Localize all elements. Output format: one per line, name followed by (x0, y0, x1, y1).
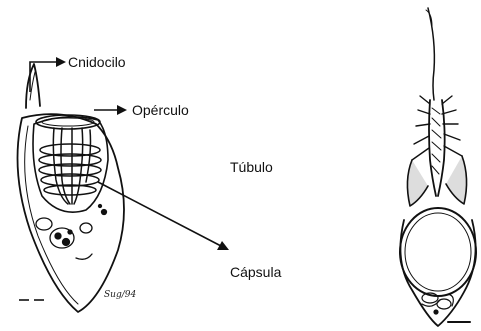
right-cnidocyte (400, 8, 476, 326)
nucleus-right (422, 293, 453, 314)
label-operculo: Opérculo (132, 103, 189, 117)
discharged-tubule (428, 8, 434, 100)
label-capsula: Cápsula (230, 265, 281, 279)
capsula-arrow (98, 182, 221, 246)
label-cnidocilo: Cnidocilo (68, 55, 126, 69)
cnidocil-left (26, 64, 40, 108)
barbs (412, 96, 462, 160)
cell-body-right (400, 220, 475, 326)
coiled-tubule-left (39, 128, 101, 204)
artist-signature: Sug/94 (104, 290, 136, 300)
label-tubulo: Túbulo (230, 160, 273, 174)
leader-lines (30, 57, 229, 250)
capsule-right (400, 208, 476, 296)
